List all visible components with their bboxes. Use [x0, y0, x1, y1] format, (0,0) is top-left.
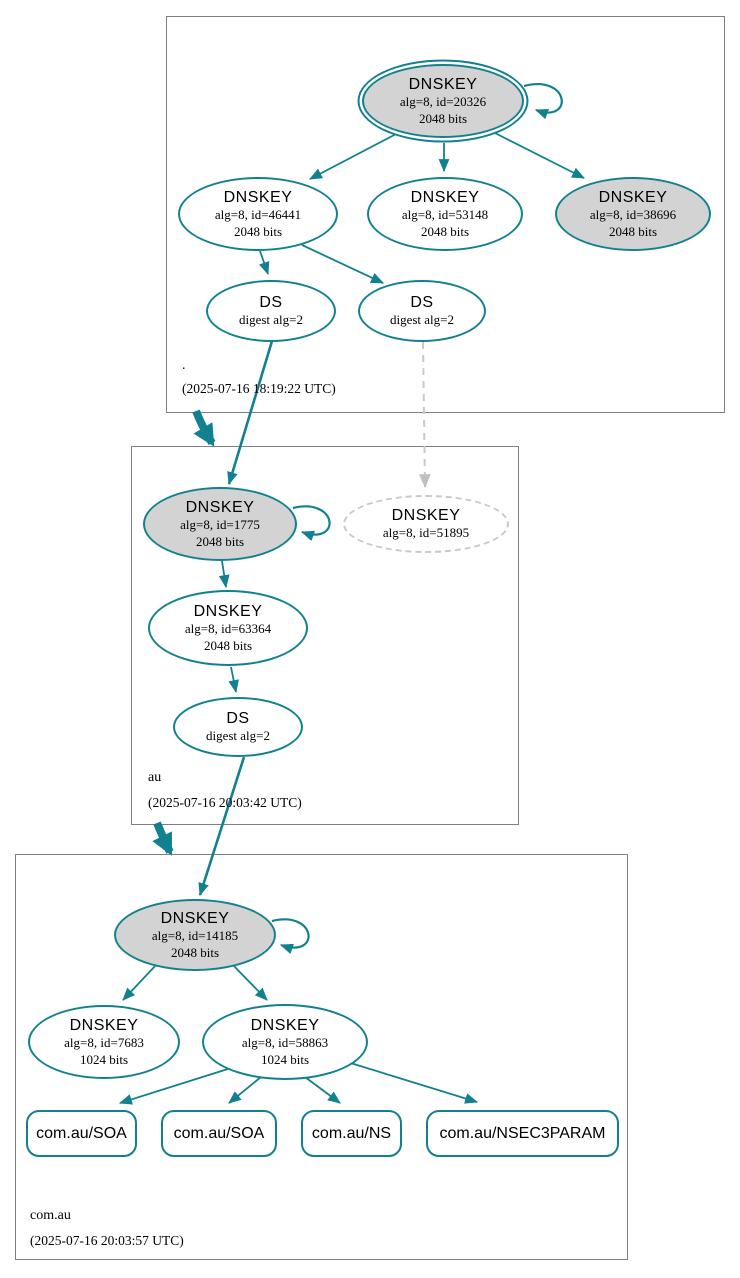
edge-ds2-to-au-missing-key-dashed	[418, 341, 431, 489]
ds-root-1-node[interactable]: DS digest alg=2	[206, 280, 336, 342]
ds-root-2-node[interactable]: DS digest alg=2	[358, 280, 486, 342]
zone-label-root: .	[182, 358, 186, 373]
edge-au-zsk-to-ds	[228, 666, 239, 694]
node-title: DNSKEY	[193, 603, 263, 621]
edge-root-ksk-to-zsk38696	[490, 130, 585, 179]
zone-label-au: au	[148, 770, 162, 785]
rrset-comau-ns[interactable]: com.au/NS	[301, 1110, 402, 1157]
node-detail: alg=8, id=20326	[399, 94, 487, 110]
node-detail: alg=8, id=53148	[401, 207, 489, 223]
rrset-label: com.au/NSEC3PARAM	[439, 1124, 606, 1142]
node-bits: 2048 bits	[170, 944, 220, 960]
dnskey-1775-ksk-node[interactable]: DNSKEY alg=8, id=1775 2048 bits	[143, 487, 297, 561]
dnskey-53148-node[interactable]: DNSKEY alg=8, id=53148 2048 bits	[367, 177, 523, 251]
edge-ds1-to-au-ksk	[227, 340, 274, 486]
node-title: DS	[259, 294, 283, 312]
node-title: DS	[226, 710, 250, 728]
node-title: DNSKEY	[160, 910, 230, 928]
node-bits: 2048 bits	[203, 637, 253, 653]
rrset-comau-soa-1[interactable]: com.au/SOA	[26, 1110, 137, 1157]
edge-zone-au-to-comau-thick	[152, 821, 174, 856]
zone-box-com-au	[15, 854, 628, 1260]
node-detail: alg=8, id=7683	[64, 1035, 144, 1051]
zone-label-com-au: com.au	[30, 1208, 71, 1223]
edge-zsk46441-to-ds1	[258, 250, 270, 276]
node-detail: digest alg=2	[389, 312, 455, 328]
node-bits: 2048 bits	[418, 110, 468, 126]
rrset-label: com.au/SOA	[173, 1124, 265, 1142]
edge-zsk58863-to-soa1	[118, 1067, 232, 1105]
zone-timestamp-com-au: (2025-07-16 20:03:57 UTC)	[30, 1233, 184, 1248]
node-title: DNSKEY	[250, 1017, 320, 1035]
node-title: DNSKEY	[69, 1017, 139, 1035]
dnskey-46441-node[interactable]: DNSKEY alg=8, id=46441 2048 bits	[178, 177, 338, 251]
zone-box-au	[131, 446, 519, 825]
dnskey-14185-ksk-node[interactable]: DNSKEY alg=8, id=14185 2048 bits	[114, 899, 276, 971]
dnskey-51895-missing-node[interactable]: DNSKEY alg=8, id=51895	[343, 495, 509, 553]
edge-root-ksk-to-zsk46441	[309, 132, 399, 180]
dnskey-20326-ksk-node[interactable]: DNSKEY alg=8, id=20326 2048 bits	[362, 64, 524, 138]
node-title: DNSKEY	[391, 507, 461, 525]
node-detail: alg=8, id=58863	[241, 1035, 329, 1051]
edge-root-ksk-self-sign	[523, 83, 563, 120]
node-bits: 2048 bits	[608, 223, 658, 239]
dnskey-7683-node[interactable]: DNSKEY alg=8, id=7683 1024 bits	[28, 1005, 180, 1079]
node-detail: alg=8, id=51895	[382, 525, 470, 541]
node-detail: digest alg=2	[205, 728, 271, 744]
edge-comau-ksk-to-zsk7683	[122, 963, 158, 1001]
node-title: DNSKEY	[598, 189, 668, 207]
edge-au-ds-to-comau-ksk	[198, 756, 246, 897]
dnskey-58863-node[interactable]: DNSKEY alg=8, id=58863 1024 bits	[202, 1004, 368, 1080]
zone-timestamp-root: (2025-07-16 18:19:22 UTC)	[182, 381, 336, 396]
rrset-comau-nsec3param[interactable]: com.au/NSEC3PARAM	[426, 1110, 619, 1157]
node-bits: 2048 bits	[233, 223, 283, 239]
edge-au-ksk-self-sign	[292, 505, 331, 542]
ds-au-node[interactable]: DS digest alg=2	[173, 697, 303, 757]
node-title: DNSKEY	[408, 76, 478, 94]
edge-zone-root-to-au-thick	[192, 409, 216, 447]
edge-zsk46441-to-ds2	[301, 244, 384, 284]
zone-box-root	[166, 16, 725, 413]
edge-au-ksk-to-zsk63364	[218, 560, 230, 589]
edge-zsk58863-to-ns	[304, 1076, 341, 1104]
node-bits: 2048 bits	[420, 223, 470, 239]
dnskey-63364-node[interactable]: DNSKEY alg=8, id=63364 2048 bits	[148, 590, 308, 666]
node-bits: 2048 bits	[195, 533, 245, 549]
node-title: DNSKEY	[223, 189, 293, 207]
rrset-comau-soa-2[interactable]: com.au/SOA	[161, 1110, 277, 1157]
zone-timestamp-au: (2025-07-16 20:03:42 UTC)	[148, 795, 302, 810]
node-detail: alg=8, id=46441	[214, 207, 302, 223]
node-title: DS	[410, 294, 434, 312]
node-detail: alg=8, id=14185	[151, 928, 239, 944]
node-detail: alg=8, id=63364	[184, 621, 272, 637]
node-bits: 1024 bits	[260, 1051, 310, 1067]
node-detail: alg=8, id=1775	[180, 517, 260, 533]
node-detail: digest alg=2	[238, 312, 304, 328]
edge-comau-ksk-self-sign	[271, 918, 310, 955]
dnskey-38696-node[interactable]: DNSKEY alg=8, id=38696 2048 bits	[555, 177, 711, 251]
edge-zsk58863-to-nsec3param	[343, 1060, 479, 1104]
rrset-label: com.au/SOA	[36, 1124, 127, 1142]
node-detail: alg=8, id=38696	[589, 207, 677, 223]
node-title: DNSKEY	[410, 189, 480, 207]
node-title: DNSKEY	[185, 499, 255, 517]
edge-zsk58863-to-soa2	[228, 1076, 262, 1104]
rrset-label: com.au/NS	[311, 1124, 392, 1142]
node-bits: 1024 bits	[79, 1051, 129, 1067]
edge-comau-ksk-to-zsk58863	[231, 963, 268, 1001]
